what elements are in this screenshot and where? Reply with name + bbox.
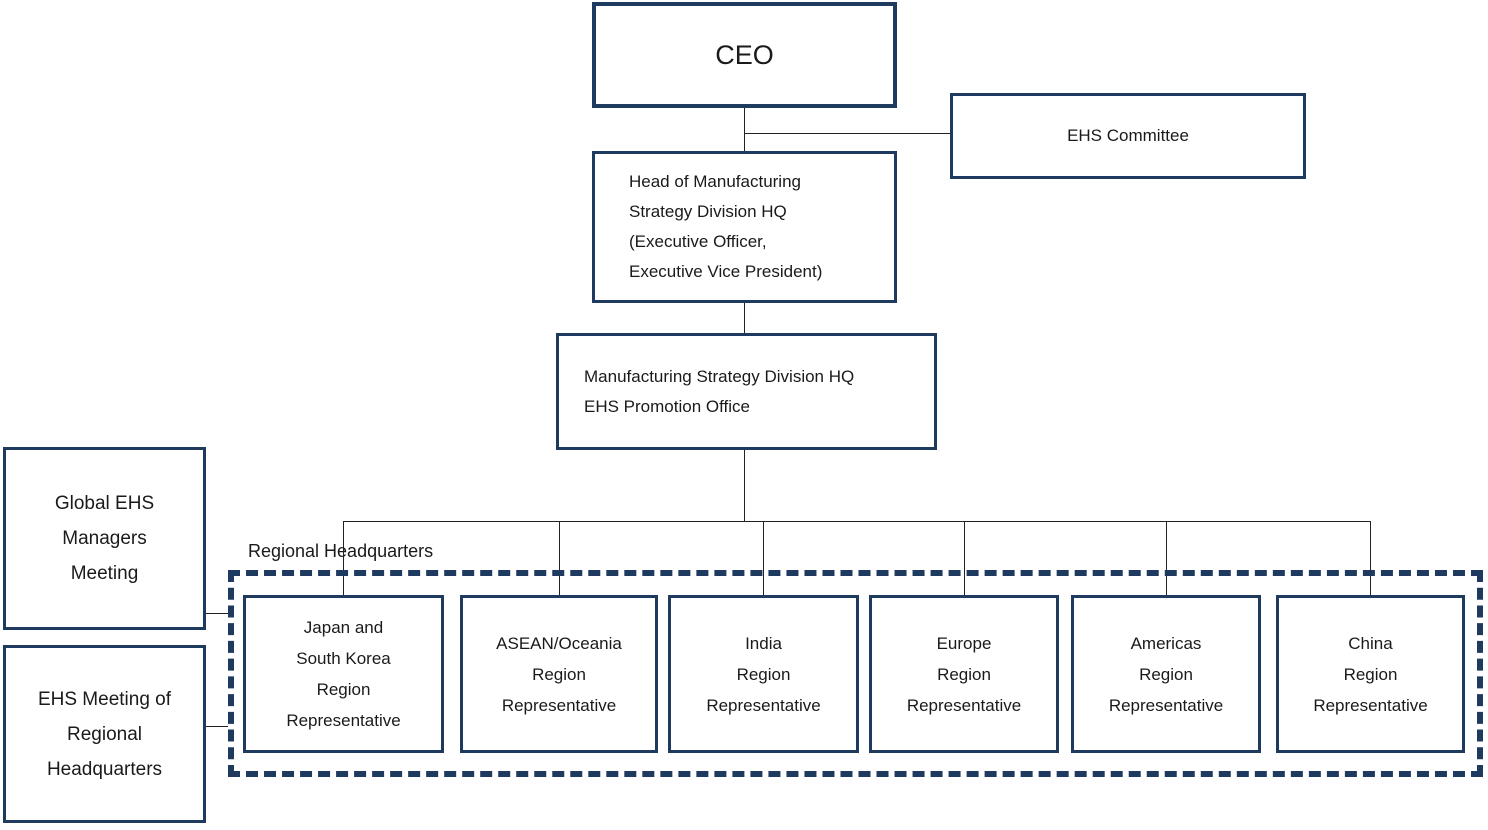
region-label-japan-south-korea: Japan and South Korea Region Representat… [286,618,401,730]
connector-promotion-office-to-branch [744,450,745,522]
connector-stub-americas [1166,521,1167,595]
regional-headquarters-group-label: Regional Headquarters [248,541,434,561]
region-box-china: China Region Representative [1276,595,1465,753]
region-box-japan-south-korea: Japan and South Korea Region Representat… [243,595,444,753]
connector-ehs-meeting-to-group [205,726,228,727]
ehs-promotion-office-label: Manufacturing Strategy Division HQ EHS P… [584,366,855,416]
connector-stub-asean-oceania [559,521,560,595]
ehs-meeting-regional-hq-label: EHS Meeting of Regional Headquarters [37,688,172,780]
connector-ceo-to-head [744,107,745,151]
connector-branch-horizontal [343,521,1371,522]
region-label-europe: Europe Region Representative [906,633,1022,715]
connector-head-to-promotion-office [744,303,745,333]
connector-to-ehs-committee [744,133,950,134]
connector-global-ehs-to-group [205,613,228,614]
region-label-china: China Region Representative [1313,633,1428,715]
region-box-americas: Americas Region Representative [1071,595,1261,753]
region-label-americas: Americas Region Representative [1108,633,1224,715]
region-label-india: India Region Representative [706,633,821,715]
head-of-manufacturing-label: Head of Manufacturing Strategy Division … [629,172,823,281]
head-of-manufacturing-box: Head of Manufacturing Strategy Division … [592,151,897,303]
connector-stub-china [1370,521,1371,595]
connector-stub-india [763,521,764,595]
global-ehs-managers-meeting-box: Global EHS Managers Meeting [3,447,206,630]
ehs-promotion-office-box: Manufacturing Strategy Division HQ EHS P… [556,333,937,450]
region-box-india: India Region Representative [668,595,859,753]
regional-headquarters-group-border [228,570,1483,777]
connector-stub-japan-south-korea [343,521,344,595]
ehs-committee-label: EHS Committee [1067,126,1189,145]
region-label-asean-oceania: ASEAN/Oceania Region Representative [496,633,622,715]
region-box-europe: Europe Region Representative [869,595,1059,753]
ehs-committee-box: EHS Committee [950,93,1306,179]
ehs-meeting-regional-hq-box: EHS Meeting of Regional Headquarters [3,645,206,823]
ceo-box: CEO [592,2,897,108]
ceo-label: CEO [715,40,774,70]
global-ehs-managers-meeting-label: Global EHS Managers Meeting [54,493,155,584]
connector-stub-europe [964,521,965,595]
region-box-asean-oceania: ASEAN/Oceania Region Representative [460,595,658,753]
